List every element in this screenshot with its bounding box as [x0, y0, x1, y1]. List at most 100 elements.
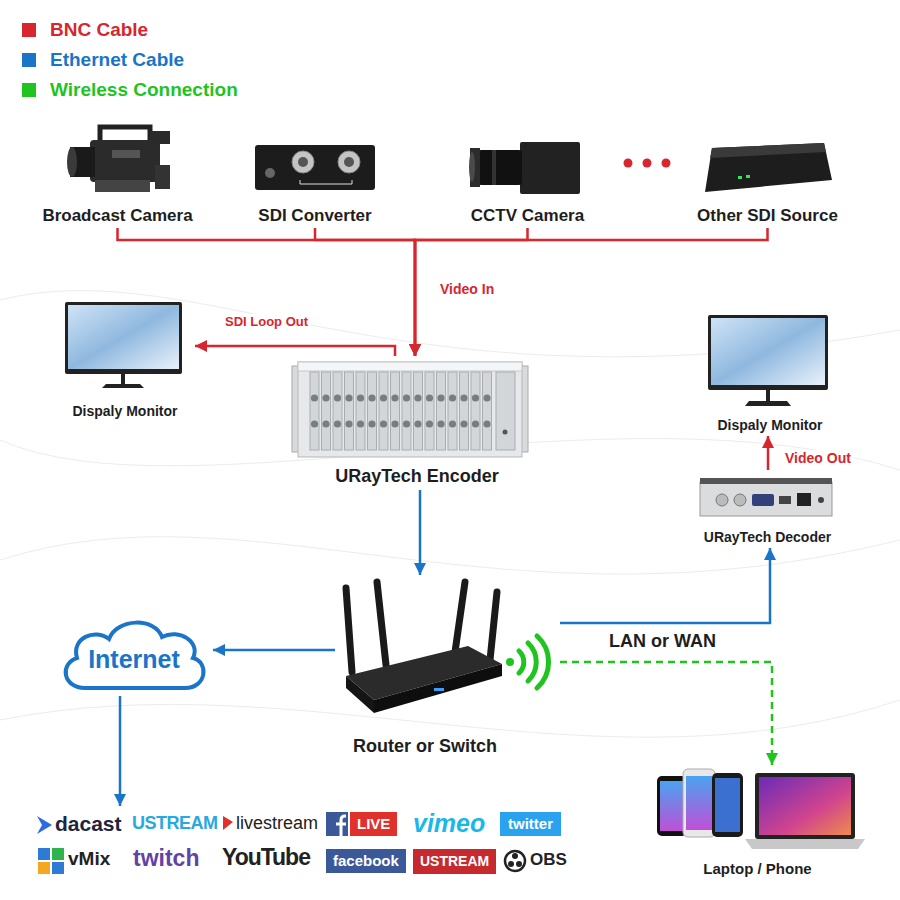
internet-cloud: Internet: [55, 612, 213, 696]
power-jack: [265, 168, 275, 178]
monitor-device: Dispaly Monitor: [55, 296, 195, 422]
phone-screen: [660, 781, 684, 831]
cable-connector: [560, 548, 770, 623]
logo-text: twitch: [133, 845, 199, 873]
connector-label: SDI Loop Out: [222, 314, 311, 330]
rack-lid: [298, 362, 522, 371]
legend-text: Ethernet Cable: [50, 48, 184, 72]
obs-dot: [512, 853, 518, 859]
legend-swatch: [22, 83, 36, 97]
client-devices-picture: [657, 769, 865, 849]
obs-icon: [505, 851, 525, 871]
vga-port: [752, 494, 774, 506]
platform-logos: dacastUSTREAMlivestreamLIVEvimeotwitterv…: [28, 806, 578, 882]
decoder-body: [700, 482, 832, 516]
wireless-arc: [537, 636, 549, 688]
lens-glass: [469, 152, 475, 182]
sdi-source-picture: [705, 143, 832, 192]
lens-front: [67, 147, 77, 177]
vmix-square: [38, 862, 50, 874]
device-caption: CCTV Camera: [471, 206, 584, 226]
connector-label: Video In: [437, 281, 497, 298]
ethernet-port: [797, 493, 811, 506]
monitor-neck: [766, 390, 770, 402]
dot: [624, 159, 633, 168]
cctv-body: [520, 142, 580, 194]
client-devices: Laptop / Phone: [650, 765, 865, 880]
monitor-picture: [708, 315, 828, 406]
shoulder-pad: [155, 165, 170, 189]
cable-connector: [415, 228, 528, 356]
dot: [643, 159, 652, 168]
camera-device: Broadcast Camera: [38, 118, 196, 228]
monitor-screen: [68, 305, 179, 369]
camera-device: CCTV Camera: [455, 130, 600, 228]
phone-screen: [686, 776, 712, 830]
router-front: [374, 664, 502, 713]
power-socket: [503, 430, 508, 435]
device-caption: Router or Switch: [353, 736, 497, 758]
logo-text: YouTube: [222, 844, 310, 872]
logo-badge: LIVE: [350, 812, 397, 836]
box-body: [705, 143, 832, 192]
encoder-card: [425, 372, 434, 450]
monitor-base: [102, 384, 144, 388]
facebook-f: [336, 816, 346, 836]
encoder-card: [379, 372, 388, 450]
router-led: [434, 688, 444, 691]
wave-line: [0, 700, 900, 737]
logo-badge: twitter: [500, 812, 561, 836]
monitor-base: [745, 401, 791, 406]
monitor-picture: [65, 302, 182, 388]
cable-connector: [195, 346, 395, 356]
device-caption: Broadcast Camera: [42, 206, 192, 226]
bnc-pin: [344, 157, 354, 167]
encoder-card: [345, 372, 354, 450]
encoder-card: [391, 372, 400, 450]
usb-port: [779, 496, 791, 504]
camera-handle: [100, 127, 150, 140]
device-caption: SDI Converter: [258, 206, 371, 226]
phone: [712, 773, 743, 837]
encoder-card: [322, 372, 331, 450]
phone-screen: [715, 778, 740, 832]
device-caption: URayTech Encoder: [335, 466, 499, 488]
encoder-card: [333, 372, 342, 450]
cable-connector: [767, 436, 770, 470]
power-jack: [818, 497, 824, 503]
device-caption: Dispaly Monitor: [717, 417, 822, 434]
vmix-square: [38, 848, 50, 860]
converter-box: [255, 145, 375, 190]
decoder-device: URayTech Decoder: [690, 470, 845, 548]
wireless-arc: [519, 651, 524, 673]
power-module: [496, 372, 515, 450]
phone: [683, 769, 715, 837]
cable-connector: [315, 228, 415, 356]
bnc-pin: [298, 157, 308, 167]
encoder-card: [460, 372, 469, 450]
device-caption: Laptop / Phone: [703, 860, 811, 878]
dot: [662, 159, 671, 168]
monitor-neck: [121, 374, 125, 384]
antenna: [490, 592, 497, 660]
connector-label: Video Out: [782, 450, 854, 467]
antenna: [455, 582, 465, 652]
monitor-frame: [65, 302, 182, 374]
decoder-picture: [700, 478, 832, 516]
laptop-lid: [755, 773, 855, 839]
camera-panel: [112, 150, 140, 158]
monitor-screen: [711, 318, 825, 385]
logo-text: vMix: [68, 848, 110, 871]
camera-body: [90, 140, 160, 182]
ellipsis-dots: [624, 159, 671, 168]
logo-text: dacast: [55, 811, 122, 836]
livestream-icon: [223, 816, 233, 830]
status-led: [746, 175, 750, 178]
device-caption: Other SDI Source: [697, 206, 838, 226]
cloud-shape: [66, 623, 204, 688]
facebook-icon: [326, 812, 348, 836]
box-top: [710, 143, 826, 158]
cable-connector: [213, 649, 335, 652]
logo-badge: facebook: [326, 849, 406, 873]
